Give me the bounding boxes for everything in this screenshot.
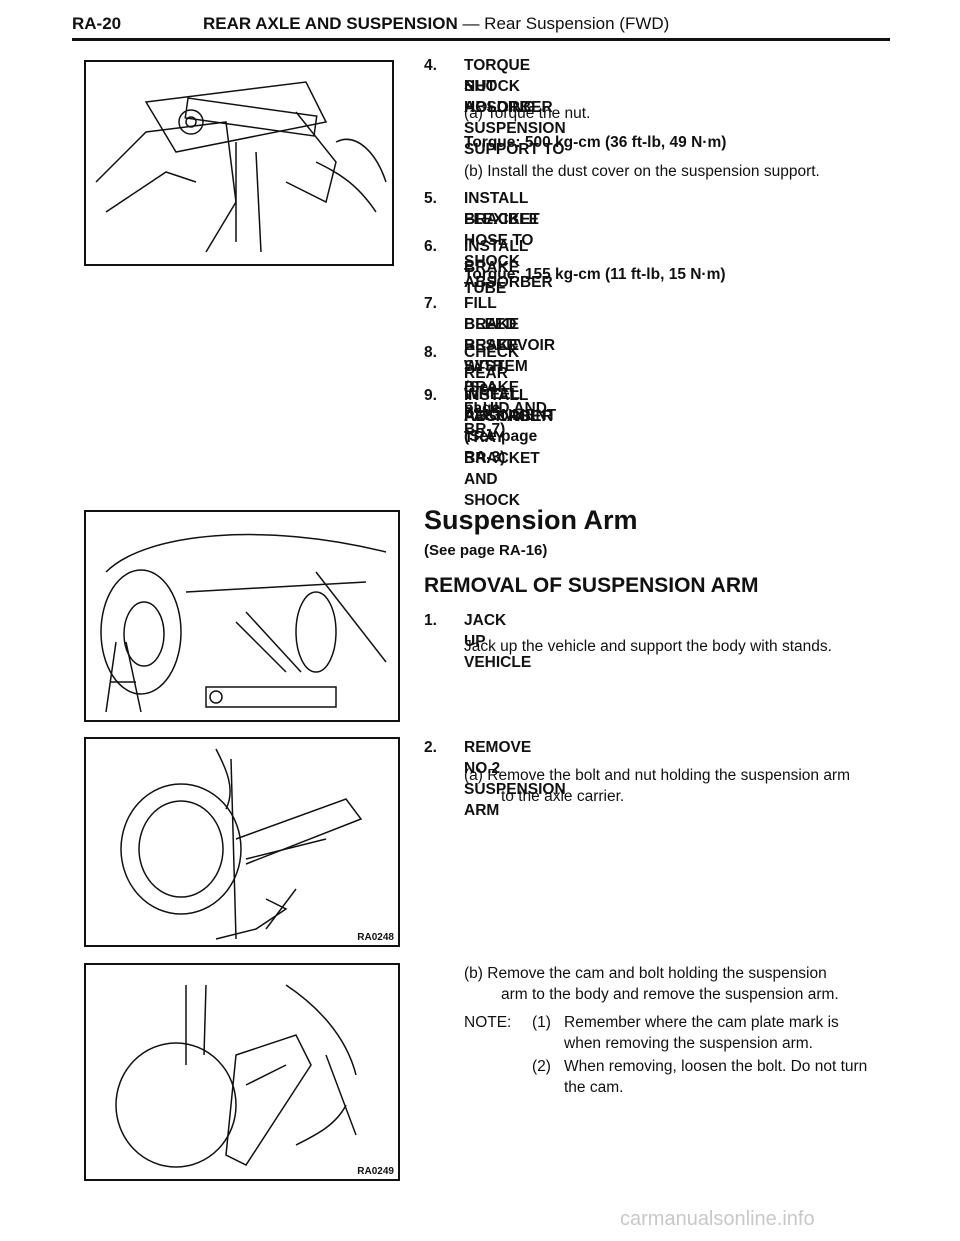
step-2a-line2: to the axle carrier. xyxy=(501,788,625,805)
figure-remove-arm-bolt: RA0248 xyxy=(84,737,400,947)
header-title: REAR AXLE AND SUSPENSION — Rear Suspensi… xyxy=(203,14,669,34)
note-label: NOTE: xyxy=(464,1014,512,1031)
step-4b: (b) Install the dust cover on the suspen… xyxy=(464,163,820,180)
step-2b-line2: arm to the body and remove the suspensio… xyxy=(501,986,839,1003)
figure-jack-up-vehicle xyxy=(84,510,400,722)
removal-step-2b: (b) Remove the cam and bolt holding the … xyxy=(424,963,904,1103)
page-header: RA-20 REAR AXLE AND SUSPENSION — Rear Su… xyxy=(72,14,890,41)
note-1-line1: Remember where the cam plate mark is xyxy=(564,1014,839,1031)
step-number: 7. xyxy=(424,295,437,312)
note-1-line2: when removing the suspension arm. xyxy=(564,1035,813,1052)
step-number: 1. xyxy=(424,612,437,629)
step-title: TORQUE NUT HOLDING SUSPENSION SUPPORT TO xyxy=(464,57,566,158)
step-number: 2. xyxy=(424,739,437,756)
step-title: REMOVE NO.2 SUSPENSION ARM xyxy=(464,739,566,819)
torque-spec: Torque: 500 kg-cm (36 ft-lb, 49 N·m) xyxy=(464,134,727,151)
header-title-rest: — Rear Suspension (FWD) xyxy=(457,14,670,33)
header-title-bold: REAR AXLE AND SUSPENSION xyxy=(203,14,458,33)
step-number: 8. xyxy=(424,344,437,361)
page-code: RA-20 xyxy=(72,14,122,33)
arm-cam-illustration xyxy=(115,984,357,1168)
figure-remove-arm-cam: RA0249 xyxy=(84,963,400,1181)
step-title: JACK UP VEHICLE xyxy=(464,612,532,671)
torque-spec: Torque: 155 kg-cm (11 ft-lb, 15 N·m) xyxy=(464,266,726,283)
step-number: 5. xyxy=(424,190,437,207)
removal-heading: REMOVAL OF SUSPENSION ARM xyxy=(424,574,759,597)
arm-bolt-illustration xyxy=(120,748,363,940)
installation-steps: 4. TORQUE NUT HOLDING SUSPENSION SUPPORT… xyxy=(424,55,894,509)
step-title: INSTALL FLEXIBLE HOSE TO SHOCK ABSORBER xyxy=(464,190,553,291)
step-title-cont: SHOCK ABSORBER xyxy=(464,78,553,116)
figure-code: RA0248 xyxy=(357,932,394,943)
figure-code: RA0249 xyxy=(357,1166,394,1177)
note-1-number: (1) xyxy=(532,1014,551,1031)
section-title: Suspension Arm xyxy=(424,505,638,535)
step-title-cont: ABSORBER xyxy=(464,408,553,425)
site-watermark: carmanualsonline.info xyxy=(620,1208,815,1230)
removal-step-1: 1. JACK UP VEHICLE Jack up the vehicle a… xyxy=(424,610,894,671)
step-2a-line1: (a) Remove the bolt and nut holding the … xyxy=(464,767,851,784)
step-title-cont: BRACKET xyxy=(464,211,540,228)
note-2-line2: the cam. xyxy=(564,1079,624,1096)
step-2b-line1: (b) Remove the cam and bolt holding the … xyxy=(464,965,827,982)
step-title: CHECK REAR WHEEL ALIGNMENT (See page RA-… xyxy=(464,344,557,466)
figure-shock-absorber-torque xyxy=(84,60,394,266)
step-number: 6. xyxy=(424,238,437,255)
step-4a: (a) Torque the nut. xyxy=(464,105,591,122)
step-number: 9. xyxy=(424,387,437,404)
step-title-cont: BLEED BRAKE SYSTEM (See page BR-7) xyxy=(464,316,528,438)
jack-illustration xyxy=(100,533,387,713)
step-title: FILL BRAKE RESERVOIR WITH BRAKE FLUID AN… xyxy=(464,295,556,417)
shock-absorber-illustration xyxy=(95,81,387,253)
note-2-number: (2) xyxy=(532,1058,551,1075)
step-title: INSTALL PACKAGE TRAY BRACKET AND SHOCK xyxy=(464,387,541,509)
step-title: INSTALL BRAKE TUBE xyxy=(464,238,529,297)
removal-step-2: 2. REMOVE NO.2 SUSPENSION ARM (a) Remove… xyxy=(424,737,894,819)
step-1-text: Jack up the vehicle and support the body… xyxy=(464,638,832,655)
step-number: 4. xyxy=(424,57,437,74)
note-2-line1: When removing, loosen the bolt. Do not t… xyxy=(564,1058,868,1075)
section-page-ref: (See page RA-16) xyxy=(424,542,548,559)
